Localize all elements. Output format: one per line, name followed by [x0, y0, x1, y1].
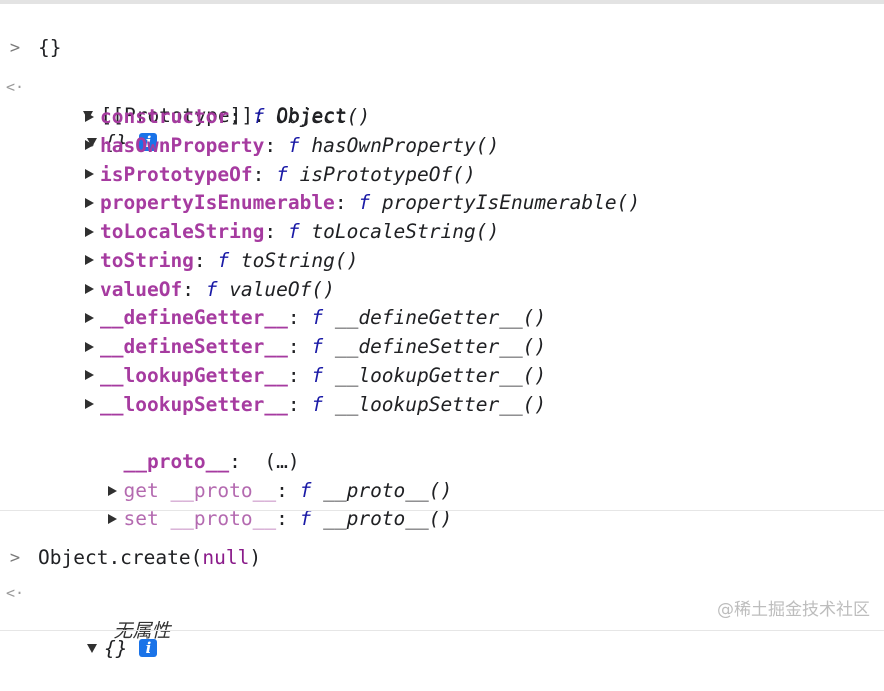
triangle-right-icon[interactable]: [85, 399, 94, 409]
console-input-line[interactable]: >Object.create(null): [0, 516, 261, 569]
property-function: isPrototypeOf(): [299, 162, 476, 186]
function-f-label: f: [358, 191, 371, 215]
property-function: __defineGetter__(): [334, 306, 547, 330]
console-input-text: {}: [38, 36, 62, 59]
property-key: propertyIsEnumerable: [100, 191, 335, 215]
prototype-label: [[Prototype]]: [100, 104, 254, 127]
watermark: @稀土掘金技术社区: [717, 600, 870, 620]
console-result-line[interactable]: <· {} i: [0, 45, 200, 154]
property-key: valueOf: [100, 277, 183, 301]
getter-fn: __proto__(): [323, 479, 453, 502]
property-key: toLocaleString: [100, 220, 265, 243]
function-f-label: f: [311, 306, 324, 330]
function-f-label: f: [311, 392, 324, 416]
chevron-right-icon: >: [9, 548, 21, 568]
top-border: [0, 0, 884, 4]
property-row[interactable]: __lookupGetter__: f __lookupGetter__(): [85, 362, 546, 390]
property-row[interactable]: propertyIsEnumerable: f propertyIsEnumer…: [85, 189, 640, 217]
property-key: __lookupSetter__: [100, 392, 288, 416]
property-function: toString(): [240, 248, 359, 272]
function-f-label: f: [217, 248, 230, 272]
function-f-label: f: [252, 105, 265, 128]
triangle-right-icon[interactable]: [108, 513, 118, 524]
triangle-down-icon[interactable]: [86, 644, 97, 653]
prototype-value: Object: [276, 104, 348, 127]
result-arrow-icon: <·: [6, 584, 25, 602]
property-row[interactable]: toLocaleString: f toLocaleString(): [85, 218, 499, 246]
property-row[interactable]: toString: f toString(): [85, 247, 358, 275]
property-key: __defineSetter__: [100, 335, 288, 358]
info-icon[interactable]: i: [139, 132, 158, 151]
property-key: hasOwnProperty: [100, 133, 265, 157]
property-key: toString: [100, 248, 194, 272]
null-keyword: null: [202, 546, 250, 569]
bottom-separator: [0, 630, 884, 631]
property-row[interactable]: constructor: f Object(): [85, 103, 370, 131]
chevron-right-icon: >: [9, 38, 21, 58]
object-preview[interactable]: {}: [103, 131, 128, 154]
property-row[interactable]: isPrototypeOf: f isPrototypeOf(): [85, 161, 476, 189]
property-row[interactable]: hasOwnProperty: f hasOwnProperty(): [85, 132, 499, 160]
getter-key: get __proto__: [123, 479, 277, 502]
property-function: __lookupGetter__(): [334, 363, 547, 387]
triangle-right-icon[interactable]: [85, 111, 94, 122]
setter-fn: __proto__(): [323, 507, 453, 530]
property-function: valueOf(): [229, 277, 335, 301]
property-row[interactable]: valueOf: f valueOf(): [85, 276, 335, 304]
triangle-right-icon[interactable]: [85, 140, 94, 151]
triangle-right-icon[interactable]: [85, 255, 94, 266]
function-f-label: f: [205, 277, 218, 301]
proto-row[interactable]: __proto__: (…): [123, 450, 300, 473]
prototype-row[interactable]: [[Prototype]]: Object: [60, 74, 347, 127]
property-function: propertyIsEnumerable(): [381, 191, 641, 215]
function-f-label: f: [299, 479, 312, 502]
property-key: isPrototypeOf: [100, 162, 253, 186]
console-result-line[interactable]: <· {}i: [0, 551, 200, 660]
proto-key: __proto__: [123, 450, 230, 473]
property-function: hasOwnProperty(): [311, 133, 500, 157]
function-f-label: f: [311, 335, 324, 358]
no-properties-text: 无属性: [113, 620, 171, 642]
property-row[interactable]: __defineSetter__: f __defineSetter__(): [85, 333, 546, 361]
setter-row[interactable]: set __proto__: f __proto__(): [85, 477, 452, 530]
result-arrow-icon: <·: [6, 78, 25, 96]
property-function: __defineSetter__(): [334, 335, 547, 358]
triangle-right-icon[interactable]: [85, 197, 94, 208]
property-function: Object(): [276, 105, 371, 128]
getter-row[interactable]: get __proto__: f __proto__(): [85, 449, 452, 502]
property-function: __lookupSetter__(): [334, 392, 547, 416]
triangle-right-icon[interactable]: [85, 341, 94, 352]
property-function: toLocaleString(): [311, 220, 500, 243]
property-row[interactable]: __defineGetter__: f __defineGetter__(): [85, 304, 546, 332]
property-key: constructor: [100, 105, 230, 128]
function-f-label: f: [287, 220, 300, 243]
console-input-line[interactable]: > {}: [0, 6, 62, 59]
triangle-right-icon[interactable]: [85, 370, 94, 381]
triangle-right-icon[interactable]: [108, 485, 118, 496]
property-key: __lookupGetter__: [100, 363, 288, 387]
function-f-label: f: [287, 133, 300, 157]
console-input-text: Object.create(: [38, 546, 203, 569]
property-row[interactable]: __lookupSetter__: f __lookupSetter__(): [85, 391, 546, 419]
triangle-right-icon[interactable]: [85, 312, 94, 323]
triangle-right-icon[interactable]: [85, 169, 94, 179]
entry-separator: [0, 510, 884, 511]
property-key: __defineGetter__: [100, 306, 288, 330]
triangle-right-icon[interactable]: [85, 226, 94, 237]
setter-key: set __proto__: [123, 507, 277, 530]
function-f-label: f: [276, 162, 288, 186]
triangle-right-icon[interactable]: [85, 284, 94, 294]
function-f-label: f: [311, 363, 324, 387]
proto-value[interactable]: (…): [264, 450, 300, 473]
no-properties-row: 无属性: [90, 589, 170, 642]
function-f-label: f: [299, 507, 312, 530]
